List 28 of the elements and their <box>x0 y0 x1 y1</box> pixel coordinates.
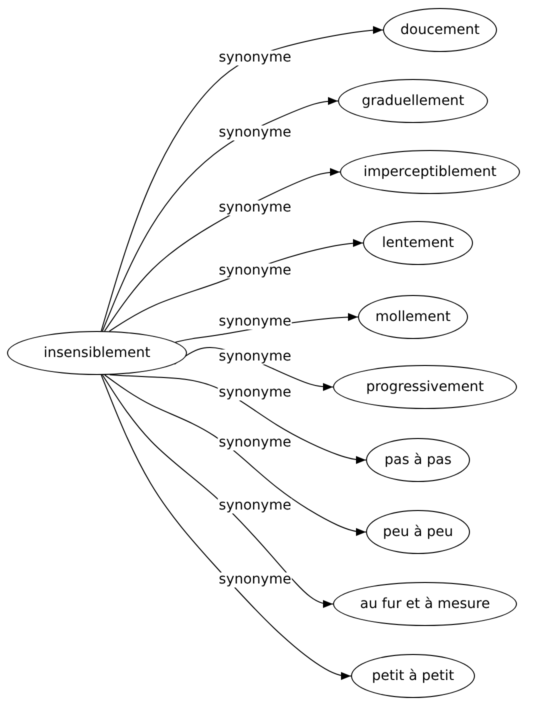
edge-label: synonyme <box>218 50 292 66</box>
term-text: progressivement <box>366 379 484 395</box>
edge-label: synonyme <box>218 126 292 140</box>
edge-label: synonyme <box>218 386 292 400</box>
term-text: petit à petit <box>372 668 454 684</box>
term-text: lentement <box>382 235 454 251</box>
term-text: au fur et à mesure <box>360 596 490 612</box>
term-text: mollement <box>375 309 451 325</box>
term-text: doucement <box>400 22 480 38</box>
term-text: pas à pas <box>384 452 452 468</box>
edge-label: synonyme <box>218 350 292 364</box>
arrow <box>102 374 334 608</box>
term-text: insensiblement <box>44 345 150 361</box>
edge-label: synonyme <box>218 436 292 450</box>
edge-label: synonyme <box>218 314 292 330</box>
arrow <box>100 26 384 332</box>
arrow <box>104 374 366 536</box>
edge-label: synonyme <box>218 200 292 216</box>
edge-label: synonyme <box>218 498 292 514</box>
arrow <box>109 374 366 464</box>
arrow <box>102 97 338 332</box>
term-text: peu à peu <box>382 524 454 540</box>
edge-label: synonyme <box>218 264 292 278</box>
arrow <box>104 168 340 332</box>
edge-label: synonyme <box>218 572 292 588</box>
arrow <box>100 374 352 680</box>
term-text: imperceptiblement <box>363 164 497 180</box>
term-text: graduellement <box>362 93 464 109</box>
